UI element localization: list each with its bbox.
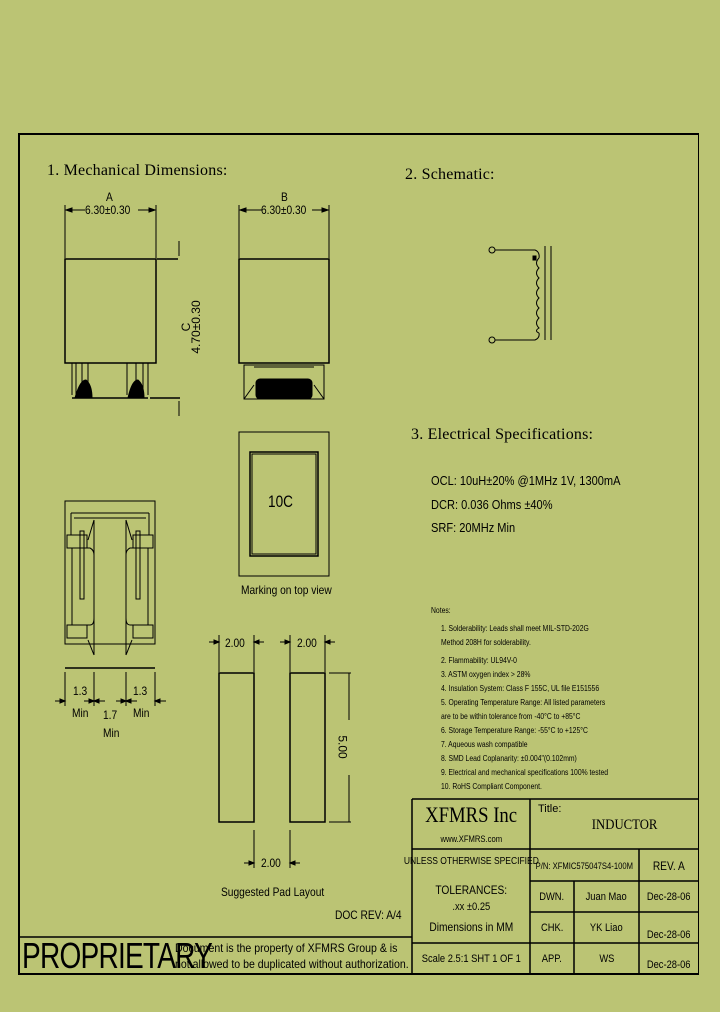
title-label: Title: bbox=[538, 803, 562, 815]
dim-right-pad: 1.3 bbox=[133, 684, 148, 698]
drawing-title-text: INDUCTOR bbox=[592, 816, 658, 833]
scale-sheet-text: Scale 2.5:1 SHT 1 OF 1 bbox=[421, 953, 521, 965]
dwn-date: Dec-28-06 bbox=[639, 882, 699, 912]
unless-otherwise-note: UNLESS OTHERWISE SPECIFIED bbox=[404, 850, 539, 872]
spec-srf: SRF: 20MHz Min bbox=[431, 520, 516, 535]
tolerance-value-text: .xx ±0.25 bbox=[452, 901, 490, 913]
note-item: 7. Aqueous wash compatible bbox=[441, 740, 528, 749]
tolerances-heading: TOLERANCES: bbox=[412, 880, 530, 900]
dim-a-label: A bbox=[106, 190, 113, 204]
company-name: XFMRS Inc bbox=[412, 800, 530, 830]
app-name-text: WS bbox=[598, 953, 615, 965]
company-website-text: www.XFMRS.com bbox=[440, 834, 502, 844]
unless-text: UNLESS OTHERWISE SPECIFIED bbox=[403, 855, 539, 867]
marking-caption: Marking on top view bbox=[241, 583, 332, 597]
dimensions-unit: Dimensions in MM bbox=[412, 916, 530, 938]
revision: REV. A bbox=[639, 850, 699, 881]
pad-gap: 2.00 bbox=[261, 856, 281, 870]
chk-name: YK Liao bbox=[574, 913, 639, 943]
chk-date-text: Dec-28-06 bbox=[647, 929, 691, 941]
notes-title: Notes: bbox=[431, 606, 451, 615]
pad-width-right: 2.00 bbox=[297, 636, 317, 650]
dim-c-value: 4.70±0.30 bbox=[189, 300, 203, 354]
chk-date: Dec-28-06 bbox=[639, 920, 699, 950]
pad-layout-caption: Suggested Pad Layout bbox=[221, 885, 325, 899]
dim-b-label: B bbox=[281, 190, 288, 204]
app-role: APP. bbox=[530, 944, 574, 974]
part-number: P/N: XFMIC575047S4-100M bbox=[530, 850, 639, 881]
proprietary-stamp: PROPRIETARY bbox=[22, 935, 213, 976]
doc-revision: DOC REV: A/4 bbox=[335, 908, 402, 922]
mechanical-dimensions-heading: 1. Mechanical Dimensions: bbox=[47, 162, 228, 179]
app-name: WS bbox=[574, 944, 639, 974]
schematic-heading: 2. Schematic: bbox=[405, 166, 495, 183]
dim-center-gap: 1.7 bbox=[103, 708, 118, 722]
scale-sheet: Scale 2.5:1 SHT 1 OF 1 bbox=[412, 944, 530, 974]
note-item: 3. ASTM oxygen index > 28% bbox=[441, 670, 531, 679]
note-item: Method 208H for solderability. bbox=[441, 638, 531, 647]
drawing-title: INDUCTOR bbox=[560, 812, 690, 838]
pad-height: 5.00 bbox=[335, 735, 350, 759]
revision-text: REV. A bbox=[653, 858, 685, 873]
dwn-role-text: DWN. bbox=[539, 891, 565, 903]
dim-b-value: 6.30±0.30 bbox=[261, 203, 307, 217]
dwn-name: Juan Mao bbox=[574, 882, 639, 912]
dwn-date-text: Dec-28-06 bbox=[647, 891, 691, 903]
dim-right-min: Min bbox=[133, 706, 150, 720]
part-number-text: P/N: XFMIC575047S4-100M bbox=[535, 860, 634, 871]
chk-role: CHK. bbox=[530, 913, 574, 943]
dim-a-value: 6.30±0.30 bbox=[85, 203, 131, 217]
note-item: 5. Operating Temperature Range: All list… bbox=[441, 698, 606, 707]
company-name-text: XFMRS Inc bbox=[425, 802, 517, 827]
pad-width-left: 2.00 bbox=[225, 636, 245, 650]
app-role-text: APP. bbox=[541, 953, 563, 965]
tolerance-value: .xx ±0.25 bbox=[412, 898, 530, 916]
proprietary-notice-line1: Document is the property of XFMRS Group … bbox=[175, 941, 398, 955]
chk-name-text: YK Liao bbox=[590, 922, 623, 934]
proprietary-notice-line2: not allowed to be duplicated without aut… bbox=[175, 957, 409, 971]
marking-code: 10C bbox=[268, 492, 293, 511]
spec-ocl: OCL: 10uH±20% @1MHz 1V, 1300mA bbox=[431, 473, 621, 488]
drawing-frame bbox=[18, 133, 699, 975]
app-date: Dec-28-06 bbox=[639, 950, 699, 980]
tolerances-text: TOLERANCES: bbox=[435, 883, 507, 897]
app-date-text: Dec-28-06 bbox=[647, 959, 691, 971]
note-item: 1. Solderability: Leads shall meet MIL-S… bbox=[441, 624, 589, 633]
spec-dcr: DCR: 0.036 Ohms ±40% bbox=[431, 497, 553, 512]
dwn-role: DWN. bbox=[530, 882, 574, 912]
chk-role-text: CHK. bbox=[540, 922, 564, 934]
electrical-specs-heading: 3. Electrical Specifications: bbox=[411, 426, 594, 443]
dim-left-min: Min bbox=[72, 706, 89, 720]
note-item: 4. Insulation System: Class F 155C, UL f… bbox=[441, 684, 600, 693]
company-website: www.XFMRS.com bbox=[412, 830, 530, 848]
note-item: 6. Storage Temperature Range: -55°C to +… bbox=[441, 726, 588, 735]
note-item: 8. SMD Lead Coplanarity: ±0.004"(0.102mm… bbox=[441, 754, 577, 763]
note-item: 2. Flammability: UL94V-0 bbox=[441, 656, 517, 665]
dimensions-unit-text: Dimensions in MM bbox=[429, 920, 513, 934]
note-item: 9. Electrical and mechanical specificati… bbox=[441, 768, 609, 777]
dim-center-min: Min bbox=[103, 726, 120, 740]
note-item: 10. RoHS Compliant Component. bbox=[441, 782, 542, 791]
dwn-name-text: Juan Mao bbox=[585, 891, 628, 903]
dim-left-pad: 1.3 bbox=[73, 684, 88, 698]
note-item: are to be within tolerance from -40°C to… bbox=[441, 712, 581, 721]
